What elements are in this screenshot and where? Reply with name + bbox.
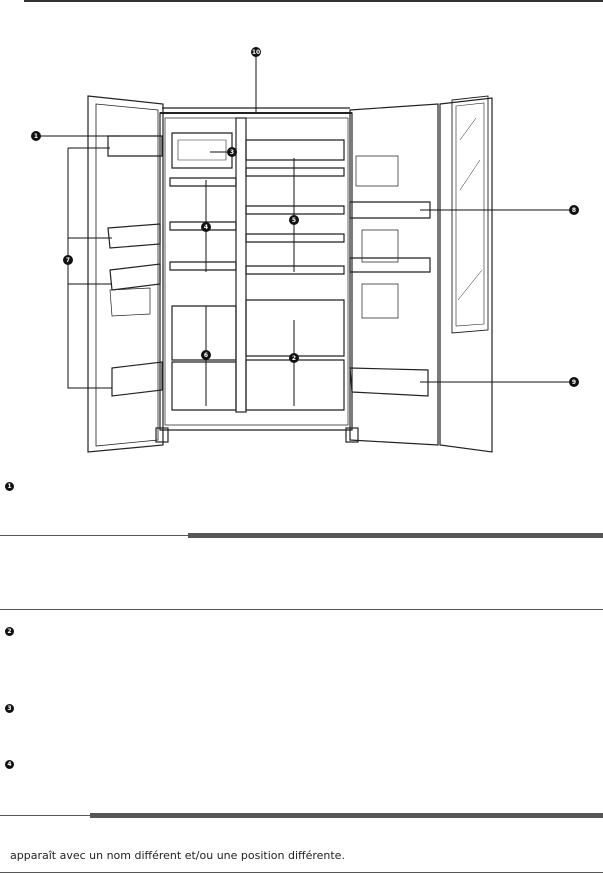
divider-rule [0, 609, 603, 610]
section-rule-left [0, 535, 190, 536]
right-door [439, 97, 493, 453]
footnote-text: apparaît avec un nom différent et/ou une… [10, 849, 345, 862]
callout-3-label: 3 [230, 149, 234, 156]
callout-7 [63, 255, 73, 265]
callout-6-label: 6 [204, 352, 208, 359]
callout-4-label: 4 [204, 224, 208, 231]
callout-3 [227, 147, 237, 157]
section-rule-left-2 [0, 815, 92, 816]
center-divider [235, 117, 247, 413]
list-marker-2: 2 [5, 627, 14, 636]
callout-2-label: 2 [292, 355, 296, 362]
left-door [87, 95, 164, 453]
callout-9-label: 9 [572, 379, 576, 386]
section-rule-right [188, 533, 603, 538]
callout-5 [289, 215, 299, 225]
callout-6 [201, 350, 211, 360]
callout-10 [251, 47, 261, 57]
refrigerator-diagram: 10 1 7 3 4 5 6 2 8 9 [31, 47, 579, 453]
callout-1-label: 1 [34, 133, 38, 140]
callout-1 [31, 131, 41, 141]
bottom-rule [0, 872, 603, 873]
callout-4 [201, 222, 211, 232]
callout-10-label: 10 [252, 49, 260, 56]
callout-9 [569, 377, 579, 387]
callout-5-label: 5 [292, 217, 296, 224]
list-marker-4: 4 [5, 760, 14, 769]
callout-8 [569, 205, 579, 215]
top-rule [24, 0, 603, 2]
list-marker-3: 3 [5, 704, 14, 713]
callout-8-label: 8 [572, 207, 576, 214]
list-marker-1: 1 [5, 482, 14, 491]
callout-7-label: 7 [66, 257, 70, 264]
callout-2 [289, 353, 299, 363]
section-rule-right-2 [90, 813, 603, 818]
